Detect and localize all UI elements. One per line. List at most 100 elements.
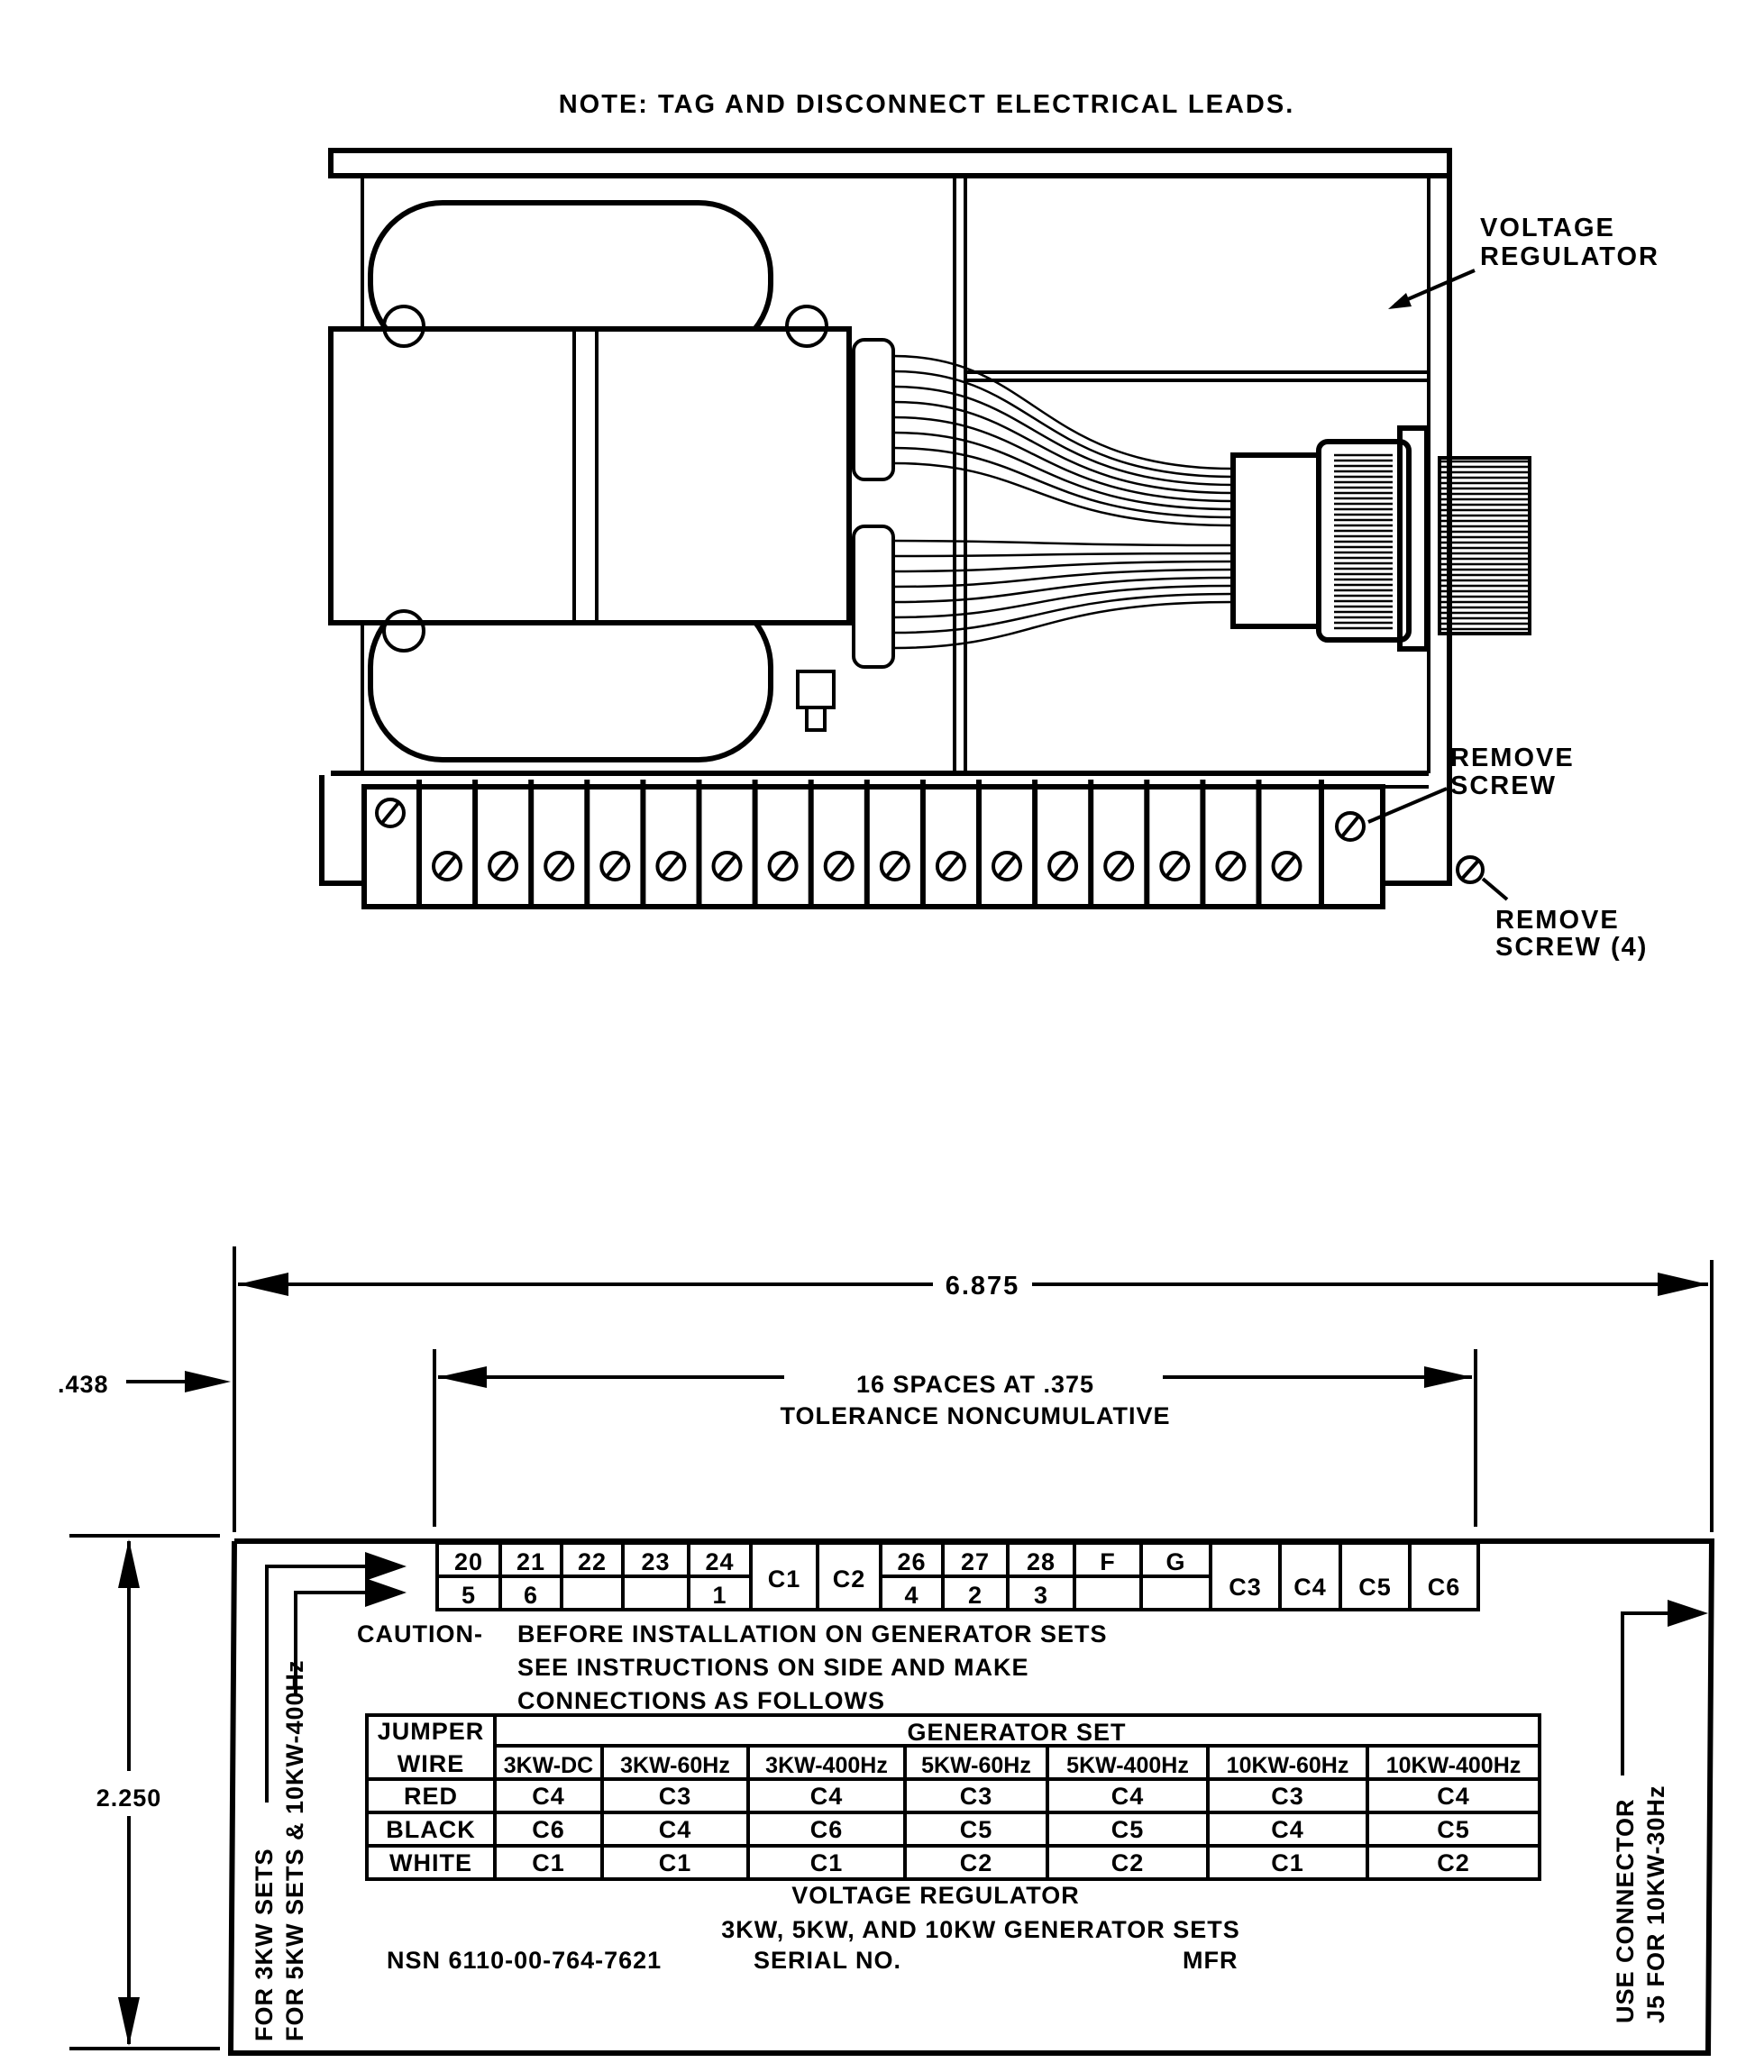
terminal-cell: C1 [749,1541,819,1611]
jumper-terminal: C2 [960,1849,993,1876]
terminal-number-bottom: 5 [462,1582,476,1609]
terminal-number-bottom: 1 [712,1582,727,1609]
terminal-label: C6 [1428,1574,1461,1601]
column-header: 3KW-400Hz [765,1753,888,1778]
column-header: 3KW-60Hz [620,1753,730,1778]
caution-line-3: CONNECTIONS AS FOLLOWS [517,1687,885,1714]
side-note-connector: USE CONNECTOR [1612,1798,1639,2023]
row-header-jumper: JUMPER [378,1718,485,1745]
terminal-strip [361,780,1385,909]
terminal-cell: C5 [1339,1541,1412,1611]
wire [892,385,1234,487]
wire [892,370,1234,479]
height-dimension: 2.250 [96,1784,162,1812]
terminal-number-top: G [1165,1548,1185,1575]
wire [892,354,1234,470]
wire [892,400,1234,495]
wire [892,461,1234,527]
plate-serial-no: SERIAL NO. [754,1947,901,1974]
callout-remove-screw-4-line1: REMOVE [1495,906,1620,935]
callout-remove-screw-line1: REMOVE [1450,744,1575,772]
terminal-number-top: 24 [705,1548,734,1575]
jumper-terminal: C2 [1111,1849,1145,1876]
screw-icon [1215,851,1247,881]
screw-icon [935,851,966,881]
terminal-number-top: 21 [516,1548,545,1575]
jumper-terminal: C4 [810,1783,844,1810]
jumper-terminal: C5 [1437,1816,1470,1843]
caution-note: CAUTION- BEFORE INSTALLATION ON GENERATO… [357,1620,1107,1714]
jumper-terminal: C1 [659,1849,692,1876]
caution-line-2: SEE INSTRUCTIONS ON SIDE AND MAKE [517,1654,1029,1681]
jumper-terminal: C1 [532,1849,565,1876]
terminal-cell: F [1073,1541,1143,1611]
terminal-number-bottom: 4 [904,1582,919,1609]
wire [892,576,1234,604]
terminal-label: C1 [768,1565,801,1593]
terminal-label: C4 [1293,1574,1327,1601]
screw-icon [599,851,631,881]
plate-title: VOLTAGE REGULATOR [791,1882,1080,1909]
column-header: 5KW-60Hz [921,1753,1031,1778]
jumper-terminal: C4 [659,1816,692,1843]
terminal-number-top: 22 [578,1548,607,1575]
wire [892,600,1234,650]
terminal-number-top: F [1100,1548,1116,1575]
column-header: 10KW-60Hz [1227,1753,1349,1778]
callout-voltage-regulator: VOLTAGE REGULATOR [1388,214,1659,309]
jumper-terminal: C1 [1271,1849,1304,1876]
wire-color: WHITE [389,1849,472,1876]
terminal-cell: 216 [498,1541,563,1611]
left-side-note: FOR 3KW SETS FOR 5KW SETS & 10KW-400Hz [251,1552,407,2041]
spacing-dimension: 16 SPACES AT .375 [856,1371,1094,1398]
screw-icon [1159,851,1191,881]
transformer [328,200,852,762]
column-header: 5KW-400Hz [1066,1753,1189,1778]
dimension-lines: 6.875 16 SPACES AT .375 TOLERANCE NONCUM… [58,1246,1714,2050]
wire [892,446,1234,519]
callout-remove-screw-4-line2: SCREW (4) [1495,933,1648,962]
screw-icon [655,851,687,881]
plate-mfr: MFR [1183,1947,1238,1974]
terminal-cell: 272 [941,1541,1010,1611]
terminal-number-top: 23 [641,1548,670,1575]
spacing-tolerance: TOLERANCE NONCUMULATIVE [781,1402,1171,1429]
terminal-cell: C4 [1278,1541,1342,1611]
terminal-number-top: 26 [897,1548,926,1575]
offset-dimension: .438 [58,1371,109,1398]
jumper-terminal: C3 [1271,1783,1304,1810]
screw-icon [1047,851,1079,881]
screw-icon [375,798,406,828]
jumper-terminal: C3 [960,1783,993,1810]
row-header-wire: WIRE [398,1750,465,1777]
jumper-terminal: C1 [810,1849,844,1876]
wire [892,568,1234,589]
terminal-label: C3 [1229,1574,1262,1601]
wire-harness [852,338,1234,669]
terminal-number-bottom: 2 [968,1582,983,1609]
callout-remove-screw-line2: SCREW [1450,771,1557,800]
terminal-cell: 205 [435,1541,502,1611]
jumper-terminal: C4 [1271,1816,1304,1843]
jumper-terminal: C4 [1437,1783,1470,1810]
plate-nsn: NSN 6110-00-764-7621 [387,1947,662,1974]
terminal-number-bottom: 3 [1034,1582,1048,1609]
terminal-number-bottom: 6 [524,1582,538,1609]
jumper-terminal: C2 [1437,1849,1470,1876]
terminal-label: C2 [833,1565,866,1593]
wire-color: RED [404,1783,458,1810]
jumper-terminal: C6 [810,1816,844,1843]
terminal-cell: 241 [687,1541,753,1611]
jumper-terminal: C6 [532,1816,565,1843]
wire [892,560,1234,573]
wire [892,584,1234,619]
right-side-note: USE CONNECTOR J5 FOR 10KW-30Hz [1612,1600,1708,2023]
caution-label: CAUTION- [357,1620,483,1648]
generator-set-header: GENERATOR SET [907,1719,1126,1746]
side-note-3kw: FOR 3KW SETS [251,1848,278,2041]
screw-icon [1335,811,1366,842]
screw-icon [1271,851,1302,881]
screw-icon [544,851,575,881]
callout-voltage-regulator-line2: REGULATOR [1480,242,1659,271]
